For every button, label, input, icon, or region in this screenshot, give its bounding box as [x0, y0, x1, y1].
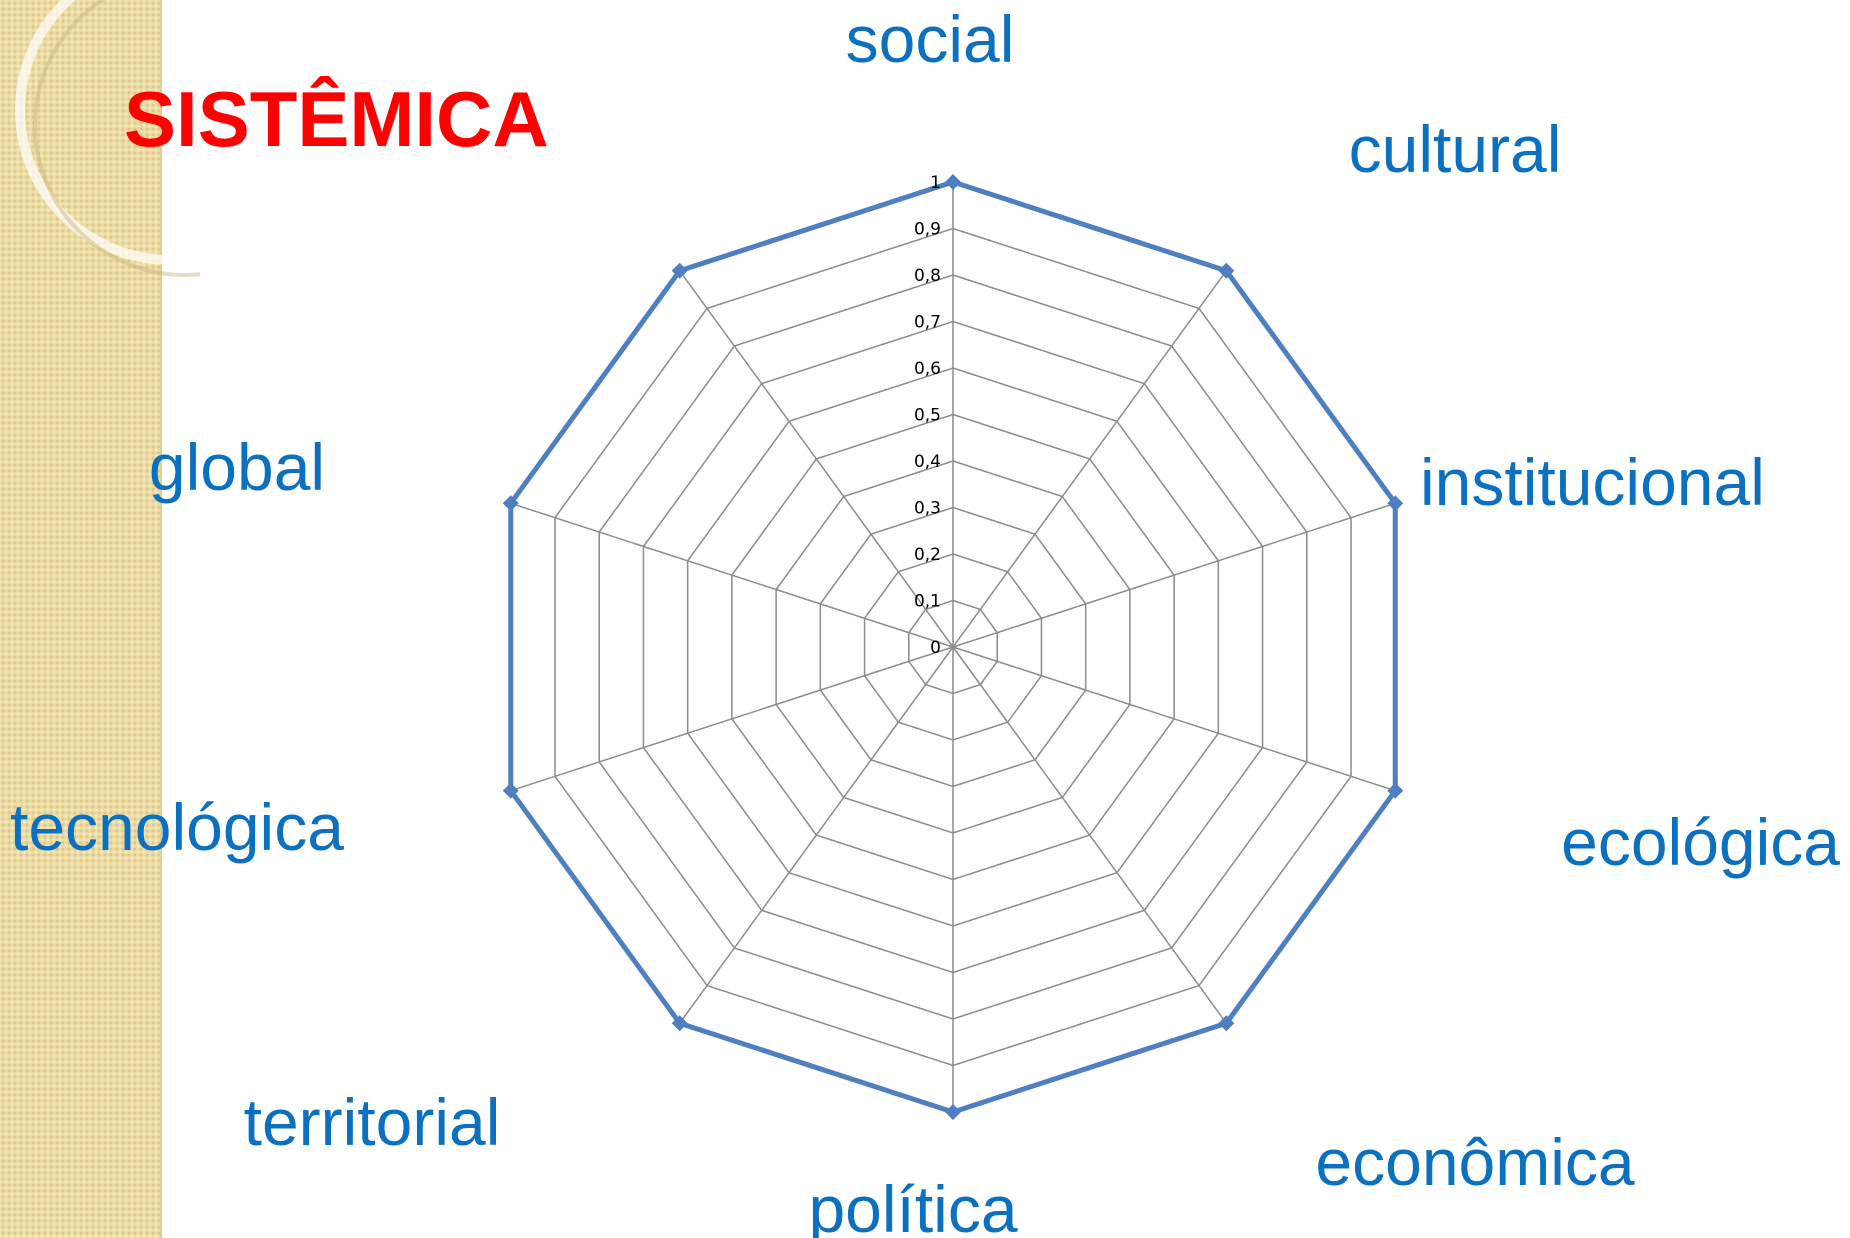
- series-marker-5: [945, 1104, 961, 1120]
- radar-tick-labels: 0 0,1 0,2 0,3 0,4 0,5 0,6 0,7 0,8 0,9 1: [914, 173, 941, 658]
- series-marker-2: [1387, 495, 1404, 512]
- radar-series: [502, 174, 1404, 1120]
- axis-label-2: institucional: [1420, 445, 1765, 519]
- grid-spoke-7: [510, 646, 954, 792]
- tick-label-1: 0,1: [914, 592, 941, 612]
- axis-label-5: política: [808, 1172, 1017, 1238]
- series-marker-4: [1218, 1015, 1235, 1032]
- grid-spoke-8: [510, 502, 954, 648]
- series-marker-9: [671, 262, 688, 279]
- series-marker-0: [945, 174, 961, 190]
- tick-label-10: 1: [930, 173, 941, 193]
- series-marker-1: [1218, 262, 1235, 279]
- axis-label-7: tecnológica: [10, 790, 344, 864]
- axis-label-6: territorial: [244, 1085, 501, 1159]
- radar-axis-labels: social cultural institucional ecológica econ…: [10, 2, 1840, 1238]
- slide-title: SISTÊMICA: [124, 75, 549, 163]
- grid-spoke-4: [952, 646, 1227, 1024]
- grid-spoke-3: [952, 646, 1396, 792]
- axis-label-4: econômica: [1315, 1125, 1634, 1199]
- series-marker-7: [502, 782, 519, 799]
- axis-label-0: social: [846, 2, 1015, 76]
- tick-label-4: 0,4: [914, 452, 941, 472]
- decorative-side-strip: [0, 0, 162, 1238]
- tick-label-9: 0,9: [914, 220, 941, 240]
- radar-grid: [510, 181, 1396, 1113]
- tick-label-3: 0,3: [914, 499, 941, 519]
- grid-spoke-2: [952, 502, 1396, 648]
- axis-label-8: global: [149, 430, 325, 504]
- grid-spoke-1: [952, 270, 1227, 648]
- tick-label-5: 0,5: [914, 406, 941, 426]
- decorative-arcs: [15, 0, 200, 277]
- axis-label-1: cultural: [1349, 112, 1562, 186]
- series-marker-6: [671, 1015, 688, 1032]
- axis-label-3: ecológica: [1561, 805, 1840, 879]
- series-marker-3: [1387, 782, 1404, 799]
- grid-spoke-9: [679, 270, 954, 648]
- tick-label-8: 0,8: [914, 266, 941, 286]
- tick-label-0: 0: [930, 638, 941, 658]
- tick-label-6: 0,6: [914, 359, 941, 379]
- grid-spoke-6: [679, 646, 954, 1024]
- series-marker-8: [502, 495, 519, 512]
- tick-label-2: 0,2: [914, 545, 941, 565]
- tick-label-7: 0,7: [914, 313, 941, 333]
